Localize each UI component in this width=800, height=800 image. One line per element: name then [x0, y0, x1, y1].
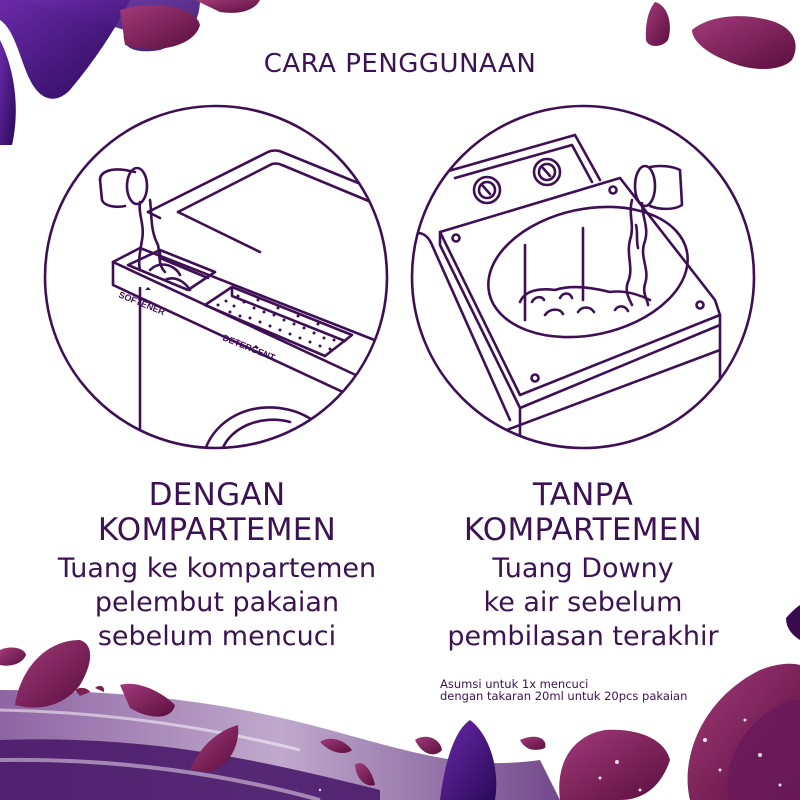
petal-top-right-large — [692, 16, 796, 69]
without-compartment-heading: TANPA KOMPARTEMEN — [463, 477, 703, 548]
right-circle-frame — [410, 104, 756, 450]
petal-top-left — [0, 0, 130, 99]
with-compartment-section: DENGAN KOMPARTEMEN Tuang ke kompartemen … — [27, 478, 407, 654]
sparkles — [318, 718, 782, 792]
without-compartment-section: TANPA KOMPARTEMEN Tuang Downy ke air seb… — [393, 478, 773, 654]
without-compartment-instructions: Tuang Downy ke air sebelum pembilasan te… — [447, 553, 719, 652]
left-circle-frame — [43, 104, 389, 450]
dosage-footnote: Asumsi untuk 1x mencuci dengan takaran 2… — [440, 677, 688, 703]
front-load-washer-illustration: SOFTENER DETERGENT — [43, 104, 389, 450]
petal-top-right-small — [645, 2, 670, 46]
detergent-label: DETERGENT — [221, 333, 277, 363]
with-compartment-heading: DENGAN KOMPARTEMEN — [97, 477, 337, 548]
petal-bottom-left — [15, 640, 91, 708]
page-title: CARA PENGGUNAAN — [263, 49, 537, 79]
top-load-washer-illustration — [410, 104, 756, 450]
softener-label: SOFTENER — [117, 290, 167, 318]
with-compartment-instructions: Tuang ke kompartemen pelembut pakaian se… — [57, 553, 377, 652]
